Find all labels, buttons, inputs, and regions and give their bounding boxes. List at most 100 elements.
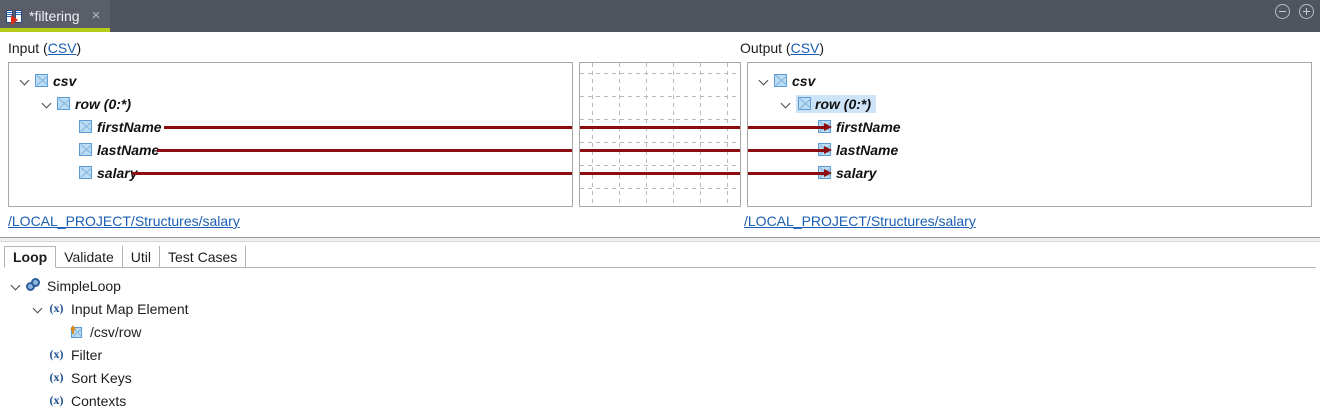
tree-node-content: salary <box>79 165 137 181</box>
chevron-down-icon[interactable] <box>780 97 793 110</box>
grid-line-vertical <box>619 63 620 206</box>
tab-util[interactable]: Util <box>122 246 161 267</box>
tree-node-content: lastName <box>79 142 159 158</box>
tree-node-csv[interactable]: csv <box>9 69 572 92</box>
tree-node-label: lastName <box>836 141 899 158</box>
tree-node-label: csv <box>53 72 77 89</box>
grid-line-horizontal <box>580 119 740 120</box>
input-csv-link[interactable]: CSV <box>47 40 77 56</box>
schema-field-icon <box>79 120 92 133</box>
tree-indent-spacer <box>54 325 67 338</box>
maximize-icon[interactable] <box>1299 4 1314 19</box>
grid-line-horizontal <box>580 96 740 97</box>
chevron-down-icon[interactable] <box>10 279 23 292</box>
tree-node-lastname[interactable]: lastName <box>748 138 1311 161</box>
grid-line-vertical <box>673 63 674 206</box>
expression-icon: (x) <box>49 301 64 315</box>
expression-icon: (x) <box>49 393 64 407</box>
loop-node-simpleloop[interactable]: SimpleLoop <box>0 274 1320 297</box>
loop-node-input-map-element[interactable]: (x) Input Map Element <box>0 297 1320 320</box>
tree-node-content: firstName <box>79 119 162 135</box>
window-controls <box>1275 4 1314 19</box>
tab-test-cases[interactable]: Test Cases <box>160 246 247 267</box>
tree-node-label: row (0:*) <box>815 95 871 112</box>
schema-field-icon <box>79 166 92 179</box>
tree-node-csv[interactable]: csv <box>748 69 1311 92</box>
tree-node-label: salary <box>97 164 138 181</box>
input-structure-path-link[interactable]: /LOCAL_PROJECT/Structures/salary <box>8 213 240 229</box>
loop-node-contexts[interactable]: (x) Contexts <box>0 389 1320 412</box>
loop-chain-icon <box>26 278 41 293</box>
tree-node-salary[interactable]: salary <box>9 161 572 184</box>
expression-icon: (x) <box>49 347 64 361</box>
tree-indent-spacer <box>63 166 76 179</box>
chevron-down-icon[interactable] <box>41 97 54 110</box>
output-label-suffix: ) <box>819 40 825 56</box>
close-icon[interactable]: × <box>91 6 101 24</box>
schema-field-icon <box>35 74 48 87</box>
mapping-wire-output[interactable] <box>748 149 826 152</box>
loop-tree: SimpleLoop(x)Input Map Element/csv/row(x… <box>0 274 1320 412</box>
tree-node-lastname[interactable]: lastName <box>9 138 572 161</box>
tree-node-salary[interactable]: salary <box>748 161 1311 184</box>
tree-node-label: row (0:*) <box>75 95 131 112</box>
minimize-icon[interactable] <box>1275 4 1290 19</box>
expression-icon: (x) <box>49 370 64 384</box>
mapping-wire-output[interactable] <box>748 172 826 175</box>
mapping-wire-input[interactable] <box>157 149 572 152</box>
chevron-down-icon[interactable] <box>758 74 771 87</box>
tree-node-label: salary <box>836 164 877 181</box>
mapping-wire-input[interactable] <box>164 126 572 129</box>
output-csv-link[interactable]: CSV <box>790 40 820 56</box>
mapping-wire-input[interactable] <box>132 172 572 175</box>
loop-node-label: Contexts <box>71 392 127 409</box>
grid-line-horizontal <box>580 188 740 189</box>
mapping-grid-panel[interactable] <box>579 62 741 207</box>
grid-line-vertical <box>646 63 647 206</box>
loop-node-label: Filter <box>71 346 103 363</box>
tree-node-content: csv <box>774 73 815 89</box>
horizontal-splitter[interactable] <box>0 237 1320 242</box>
tree-indent-spacer <box>63 120 76 133</box>
mapping-wire-grid[interactable] <box>580 126 740 129</box>
mapping-document-icon <box>6 8 23 25</box>
tree-node-row-0-[interactable]: row (0:*) <box>9 92 572 115</box>
mapping-wire-grid[interactable] <box>580 172 740 175</box>
tree-node-content: csv <box>35 73 76 89</box>
tree-node-firstname[interactable]: firstName <box>9 115 572 138</box>
input-tree-panel[interactable]: csv row (0:*) firstName lastName salary <box>8 62 573 207</box>
chevron-down-icon[interactable] <box>32 302 45 315</box>
chevron-down-icon[interactable] <box>19 74 32 87</box>
input-tree: csv row (0:*) firstName lastName salary <box>9 69 572 184</box>
tree-node-label: firstName <box>97 118 162 135</box>
tab-label: *filtering <box>29 8 80 24</box>
editor-tab-filtering[interactable]: *filtering × <box>0 0 111 32</box>
tree-node-firstname[interactable]: firstName <box>748 115 1311 138</box>
loop-node-sort-keys[interactable]: (x)Sort Keys <box>0 366 1320 389</box>
tab-validate[interactable]: Validate <box>56 246 123 267</box>
loop-node-label: Input Map Element <box>71 300 189 317</box>
mapping-wire-grid[interactable] <box>580 149 740 152</box>
tree-indent-spacer <box>32 371 45 384</box>
output-structure-path-link[interactable]: /LOCAL_PROJECT/Structures/salary <box>744 213 976 229</box>
loop-node-csv-row[interactable]: /csv/row <box>0 320 1320 343</box>
tree-node-content: row (0:*) <box>57 96 131 112</box>
mapping-arrow-icon <box>824 146 832 154</box>
mapping-wire-output[interactable] <box>748 126 826 129</box>
input-map-element-icon <box>70 324 84 339</box>
tree-indent-spacer <box>32 394 45 407</box>
schema-field-icon <box>774 74 787 87</box>
tab-loop[interactable]: Loop <box>4 246 57 268</box>
mapping-arrow-icon <box>824 169 832 177</box>
tree-node-label: lastName <box>97 141 160 158</box>
loop-node-label: SimpleLoop <box>47 277 121 294</box>
output-label-text: Output ( <box>740 40 791 56</box>
grid-line-vertical <box>592 63 593 206</box>
loop-node-filter[interactable]: (x) Filter <box>0 343 1320 366</box>
tree-node-row-0-[interactable]: row (0:*) <box>748 92 1311 115</box>
